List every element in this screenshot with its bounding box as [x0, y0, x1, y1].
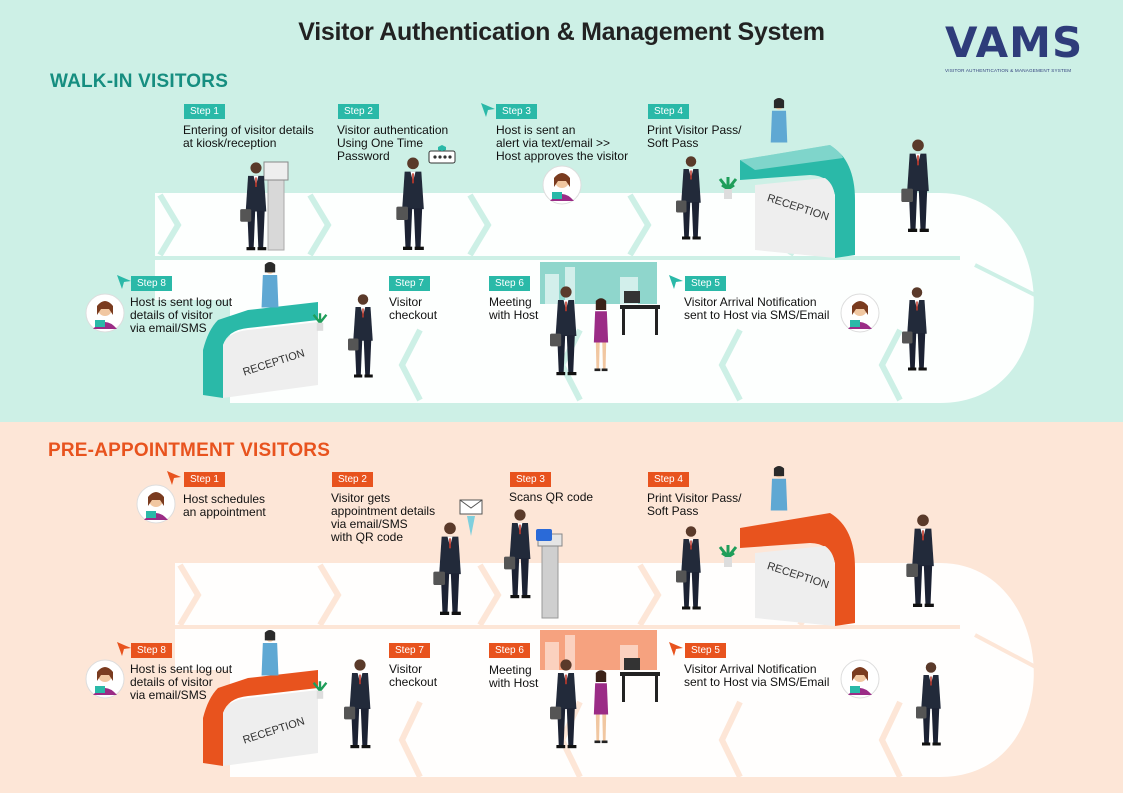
reception-desk: RECEPTION	[740, 513, 855, 626]
pre-step2-tag: Step 2	[332, 472, 373, 487]
walkin-heading: WALK-IN VISITORS	[50, 71, 229, 92]
otp-password-icon	[428, 145, 456, 164]
receptionist-figure	[261, 262, 279, 308]
pointer-icon	[167, 471, 181, 485]
pre-step7-tag: Step 7	[389, 643, 430, 658]
logo-text: VAMS	[945, 18, 1084, 67]
pre-step5-text: Visitor Arrival Notification sent to Hos…	[684, 662, 830, 689]
pre-step4-tag: Step 4	[648, 472, 689, 487]
plant-icon	[718, 545, 738, 567]
walkin-step1-text: Entering of visitor details at kiosk/rec…	[183, 123, 314, 150]
vams-logo: VAMS VISITOR AUTHENTICATION & MANAGEMENT…	[945, 18, 1095, 74]
visitor-figure	[550, 659, 577, 749]
visitor-figure	[550, 286, 577, 376]
pre-step3-text: Scans QR code	[509, 490, 594, 504]
host-avatar	[136, 484, 176, 524]
walkin-step4-tag: Step 4	[648, 104, 689, 119]
visitor-figure	[676, 526, 701, 610]
pre-step8-text: Host is sent log out details of visitor …	[130, 662, 233, 702]
host-figure	[593, 298, 609, 372]
plant-icon	[718, 177, 738, 199]
walkin-step7-text: Visitor checkout	[389, 295, 438, 322]
pre-step8-tag: Step 8	[131, 643, 172, 658]
visitor-figure	[504, 509, 531, 599]
pointer-icon	[117, 275, 131, 289]
plant-icon	[312, 681, 328, 699]
reception-desk: RECEPTION	[203, 302, 318, 398]
pre-step1-text: Host schedules an appointment	[183, 492, 266, 519]
pre-step7-text: Visitor checkout	[389, 662, 438, 689]
walkin-step3-text: Host is sent an alert via text/email >> …	[496, 123, 629, 163]
phone-qr-icon	[536, 529, 552, 541]
receptionist-figure	[770, 98, 788, 143]
host-avatar	[840, 659, 880, 699]
host-avatar	[840, 293, 880, 333]
reception-desk: RECEPTION	[203, 670, 318, 766]
visitor-figure	[344, 659, 371, 749]
pre-step1-tag: Step 1	[184, 472, 225, 487]
walkin-step1-tag: Step 1	[184, 104, 225, 119]
visitor-figure	[916, 662, 941, 746]
page-title: Visitor Authentication & Management Syst…	[298, 18, 825, 46]
visitor-figure	[240, 162, 267, 251]
walkin-step8-tag: Step 8	[131, 276, 172, 291]
walkin-step2-tag: Step 2	[338, 104, 379, 119]
pre-step5-tag: Step 5	[685, 643, 726, 658]
host-avatar	[85, 293, 125, 333]
walkin-step6-tag: Step 6	[489, 276, 530, 291]
walkin-step7-tag: Step 7	[389, 276, 430, 291]
pointer-icon	[117, 642, 131, 656]
pre-step2-text: Visitor gets appointment details via ema…	[331, 491, 436, 544]
visitor-figure	[676, 156, 701, 240]
visitor-walking-figure	[906, 514, 934, 607]
visitor-walking-figure	[901, 139, 929, 232]
office-desk	[620, 291, 660, 335]
visitor-figure	[396, 157, 424, 250]
pre-step3-tag: Step 3	[510, 472, 551, 487]
host-avatar	[85, 659, 125, 699]
walkin-step4-text: Print Visitor Pass/ Soft Pass	[647, 123, 742, 150]
pointer-icon	[669, 642, 683, 656]
plant-icon	[312, 313, 328, 331]
pre-step4-text: Print Visitor Pass/ Soft Pass	[647, 491, 742, 518]
preappointment-heading: PRE-APPOINTMENT VISITORS	[48, 440, 331, 461]
reception-desk: RECEPTION	[740, 145, 855, 258]
logo-subtitle: VISITOR AUTHENTICATION & MANAGEMENT SYST…	[945, 68, 1072, 73]
pre-step6-text: Meeting with Host	[489, 663, 539, 690]
email-envelope-icon	[459, 499, 483, 536]
walkin-step3-tag: Step 3	[496, 104, 537, 119]
host-avatar	[542, 165, 582, 205]
host-figure	[593, 670, 609, 744]
office-desk	[620, 658, 660, 702]
visitor-figure	[348, 294, 373, 378]
visitor-figure	[902, 287, 927, 371]
pointer-icon	[481, 103, 495, 117]
walkin-step8-text: Host is sent log out details of visitor …	[130, 295, 233, 335]
walkin-step5-text: Visitor Arrival Notification sent to Hos…	[684, 295, 830, 322]
walkin-step6-text: Meeting with Host	[489, 295, 539, 322]
walkin-step2-text: Visitor authentication Using One Time Pa…	[337, 123, 449, 163]
receptionist-figure	[261, 630, 279, 676]
walkin-step5-tag: Step 5	[685, 276, 726, 291]
kiosk-machine	[263, 161, 289, 251]
pre-step6-tag: Step 6	[489, 643, 530, 658]
pointer-icon	[669, 275, 683, 289]
receptionist-figure	[770, 466, 788, 511]
